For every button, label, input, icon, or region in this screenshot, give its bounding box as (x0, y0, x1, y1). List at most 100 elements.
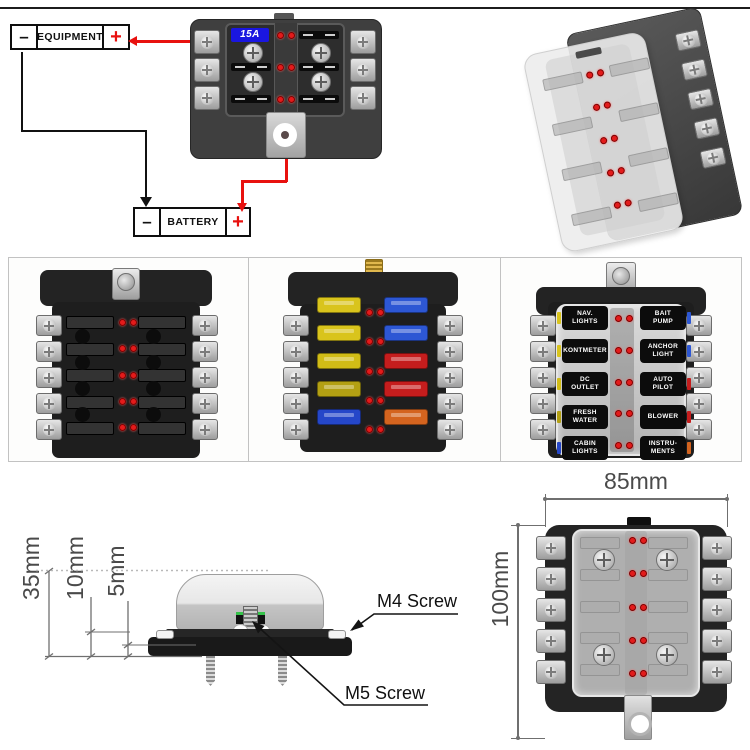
fuse-icon (299, 63, 339, 71)
power-stud-plate (112, 268, 140, 300)
terminal-hole (146, 355, 161, 370)
screw-head-icon (356, 63, 370, 77)
circuit-label: KONTMETER (562, 339, 608, 363)
terminal-screw (192, 315, 218, 336)
fuse-color-tick (687, 442, 691, 454)
equipment-minus-terminal: – (10, 24, 38, 50)
fuse-ghost (580, 632, 620, 645)
fuse-rows-ghost (580, 537, 688, 676)
led-indicator-pair (366, 426, 384, 433)
led-dot (119, 345, 126, 353)
terminal-screw (674, 29, 702, 52)
fuse-chip (384, 297, 428, 313)
led-indicator-pair (615, 442, 633, 449)
led-indicator-pair (119, 319, 137, 326)
screw-head-icon (443, 397, 457, 410)
led-indicator-pair (277, 32, 295, 39)
terminal-screw (530, 419, 556, 440)
wire-segment-positive (136, 40, 206, 43)
wire-segment-negative (21, 130, 147, 132)
fuse-icon (299, 95, 339, 103)
panel-screw-icon (243, 72, 263, 92)
terminal-screw (680, 58, 709, 82)
screw-head-icon (686, 62, 703, 78)
tilted-fuse-box (510, 0, 750, 268)
terminal-screw (283, 341, 309, 362)
led-dot (277, 96, 284, 103)
panel-screw-icon (243, 43, 263, 63)
screw-head-icon (544, 572, 558, 586)
screw-head-icon (289, 397, 303, 410)
led-dot (119, 397, 126, 405)
fuse-ghost-row (580, 537, 688, 549)
terminal-screw (192, 393, 218, 414)
equipment-block: – EQUIPMENT + (10, 24, 130, 50)
front-view-dimension-diagram: 85mm 100mm (0, 468, 750, 750)
terminal-hole-rows (75, 329, 161, 422)
fuse-slot (138, 342, 186, 356)
wire-segment-battery-positive (285, 148, 288, 182)
terminal-screw (693, 117, 721, 140)
circuit-label: CABIN LIGHTS (562, 436, 608, 460)
terminal-column-left (194, 30, 220, 114)
screw-head-icon (42, 423, 56, 436)
screw-head-icon (200, 91, 214, 105)
terminal-screw (36, 367, 62, 388)
terminal-screw (530, 341, 556, 362)
led-indicator-pair (615, 410, 633, 418)
fuse-chip (317, 353, 361, 369)
cover-latch-tab (627, 517, 651, 526)
box-top-flange (288, 272, 458, 306)
terminal-screw (283, 419, 309, 440)
terminal-screw (36, 341, 62, 362)
led-indicator-pair (629, 670, 647, 677)
circuit-label: AUTO PILOT (640, 372, 686, 396)
led-indicator-pair (119, 424, 137, 431)
terminal-screw (699, 146, 727, 170)
terminal-column-left (36, 315, 62, 445)
arrowhead-down-icon (237, 203, 247, 212)
circuit-label: ANCHOR LIGHT (640, 339, 686, 363)
screw-head-icon (198, 345, 212, 358)
panel-screw-icon (656, 644, 678, 666)
led-indicator-pair (629, 570, 647, 578)
terminal-screw (702, 598, 732, 622)
equipment-label: EQUIPMENT (36, 24, 104, 50)
fuse-rating-badge: 15A (231, 28, 269, 42)
battery-minus-terminal: – (133, 207, 161, 237)
terminal-screw (437, 341, 463, 362)
fuse-slot-row (66, 316, 186, 329)
fuse-chip (384, 325, 428, 341)
led-dot (585, 70, 594, 80)
dimension-lines (36, 567, 458, 706)
fuse-slot (66, 342, 114, 356)
led-dot (130, 345, 137, 353)
fuse-chip (317, 297, 361, 313)
dimension-end-dot (515, 523, 520, 527)
led-dot (640, 636, 647, 644)
circuit-label: BAIT PUMP (640, 306, 686, 330)
led-column (366, 309, 384, 433)
led-dot (640, 570, 647, 578)
panel-divider (248, 258, 249, 461)
mounting-screw (278, 656, 287, 686)
fuse-slot (66, 395, 114, 409)
led-dot (288, 32, 295, 39)
photo-panel-labeled-box: NAV. LIGHTS KONTMETER DC OUTLET FRESH WA… (499, 257, 742, 462)
fuse-ghost (648, 632, 688, 645)
led-dot (366, 426, 373, 433)
terminal-screw (686, 315, 712, 336)
fuse-chip (384, 353, 428, 369)
photo-panel-fused-box (247, 257, 499, 462)
terminal-screw (530, 367, 556, 388)
led-dot (130, 319, 137, 326)
led-dot (377, 396, 384, 404)
fuse-slot-row (66, 342, 186, 356)
screw-head-icon (536, 345, 550, 358)
led-dot (615, 378, 622, 386)
connector-pin (236, 612, 243, 624)
led-dot (288, 96, 295, 103)
led-indicator-pair (599, 133, 619, 145)
fuse-chip (384, 381, 428, 397)
led-indicator-pair (629, 636, 647, 644)
